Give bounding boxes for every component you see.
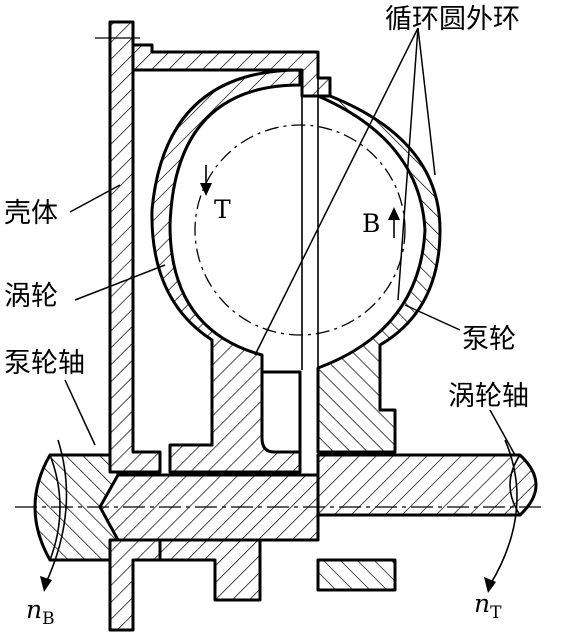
lower-hub [158,538,262,602]
circulation-circle [194,124,406,336]
pump-wheel-shell [316,94,442,454]
housing-top-arm [131,43,332,98]
leader-pump-shaft [64,379,96,446]
symbol-turbine-flow: T [214,195,231,224]
hub-recess [260,370,302,454]
turbine-shaft [316,453,538,517]
pump-shaft [33,453,120,562]
leader-turbine-shaft [489,409,516,456]
leader-outer-ring-1 [254,27,419,356]
speed-label-turbine: nT [474,589,502,623]
blade-outline [301,70,319,370]
label-housing: 壳体 [4,198,58,229]
speed-label-pump: nB [26,595,55,629]
label-turbine: 涡轮 [4,281,58,312]
leader-turbine [74,264,166,301]
leader-outer-ring-2 [417,27,436,176]
rotation-arrow-turbine [489,439,518,586]
housing [108,20,162,474]
rotation-arrow-pump [44,439,68,586]
rotation-arrowhead-pump [40,576,52,592]
leader-outer-ring-3 [397,27,419,301]
label-turbine-shaft: 涡轮轴 [448,381,529,412]
rotation-arrowhead-turbine [484,577,496,593]
leader-pump [404,304,461,331]
flow-arrowhead-pump [388,207,400,220]
label-pump: 泵轮 [462,324,516,355]
lower-collar [316,558,397,592]
leader-housing [69,184,121,213]
symbol-pump-flow: B [362,209,380,238]
label-outer-ring: 循环圆外环 [385,4,520,35]
flow-arrowhead-turbine [200,183,212,196]
label-pump-shaft: 泵轮轴 [4,348,85,379]
housing-lower-flange [108,538,162,632]
